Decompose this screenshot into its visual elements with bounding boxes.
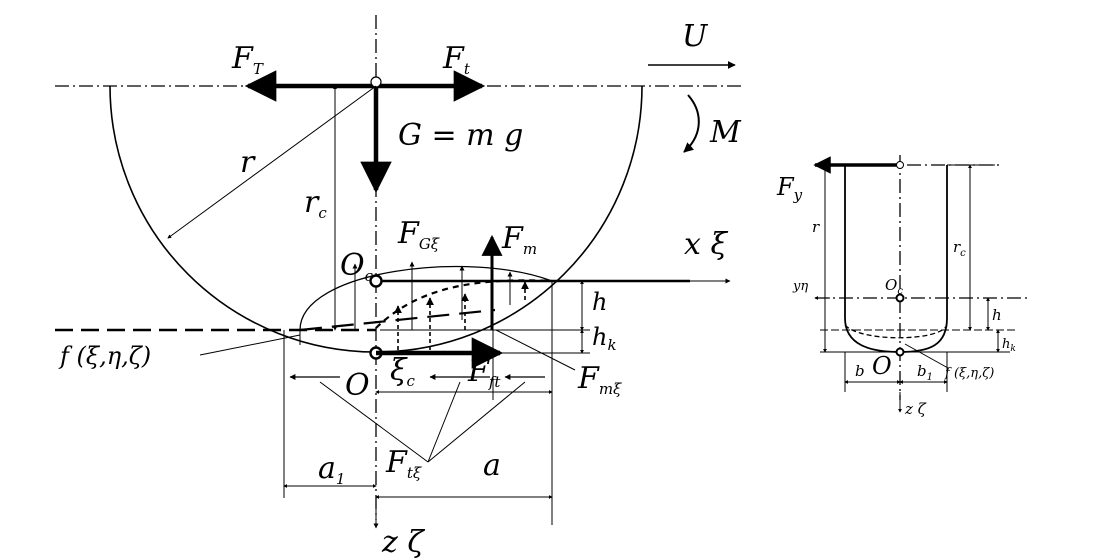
label-Ftxi: Ftξ xyxy=(385,445,422,482)
side-label-O: O xyxy=(872,352,892,380)
label-Ft: Ft xyxy=(442,41,471,78)
side-contact-dashed xyxy=(844,324,948,339)
label-O: O xyxy=(345,368,370,403)
side-label-z-zeta: z ζ xyxy=(904,400,927,418)
side-axis-dot xyxy=(896,161,904,169)
side-o-point xyxy=(895,347,905,357)
label-r: r xyxy=(240,145,256,180)
side-label-hk: hk xyxy=(1002,337,1016,354)
label-Fm: Fm xyxy=(501,221,537,258)
label-x-xi: x ξ xyxy=(684,227,728,262)
pressure-arrows xyxy=(352,261,529,350)
label-M: M xyxy=(709,115,742,150)
side-label-Oc: Oc xyxy=(885,276,903,297)
f-leader xyxy=(199,334,301,356)
side-oc-point xyxy=(895,293,905,303)
ftxi-leader-1 xyxy=(319,381,429,463)
side-label-y-eta: yη xyxy=(792,279,808,294)
label-U: U xyxy=(682,19,709,54)
label-hk: hk xyxy=(592,323,617,354)
label-h: h xyxy=(592,288,607,316)
pressure-envelope xyxy=(375,279,553,329)
side-label-Fy: Fy xyxy=(776,173,803,204)
label-rc: rc xyxy=(304,185,327,222)
ftxi-leader-3 xyxy=(427,381,526,463)
axis-center-dot xyxy=(370,76,382,88)
label-FGxi: FGξ xyxy=(397,216,440,253)
label-Oc: Oc xyxy=(340,248,374,285)
label-xi-c: ξc xyxy=(390,353,416,390)
side-label-h: h xyxy=(992,306,1002,324)
label-a1: a1 xyxy=(318,451,345,488)
side-label-f-function: f (ξ,η,ζ) xyxy=(944,366,994,381)
label-Fft: Fft xyxy=(467,354,501,391)
side-figure: Fy r rc yη Oc h hk b O b1 f (ξ,η,ζ) z ζ xyxy=(776,155,1030,418)
side-label-rc: rc xyxy=(953,238,966,259)
moment-M-arrow xyxy=(683,94,700,153)
label-z-zeta: z ζ xyxy=(381,525,425,560)
radius-r-line xyxy=(167,85,377,239)
wheel-side-outline xyxy=(844,165,948,353)
oc-point xyxy=(369,274,383,288)
side-label-b: b xyxy=(855,362,865,380)
main-figure: FT Ft U M G = m g r rc FGξ Fm x ξ Oc h h… xyxy=(55,15,745,560)
side-label-b1: b1 xyxy=(917,362,933,383)
contact-surface-curve xyxy=(299,265,553,331)
label-f-function: f (ξ,η,ζ) xyxy=(58,342,151,370)
side-label-r: r xyxy=(812,218,820,236)
label-Fmxi: Fmξ xyxy=(577,361,622,398)
label-G: G = m g xyxy=(398,118,523,153)
label-a: a xyxy=(483,448,501,483)
ftxi-leader-2 xyxy=(427,381,461,463)
label-FT: FT xyxy=(231,41,264,78)
fmxi-leader xyxy=(495,329,576,371)
side-f-leader xyxy=(904,343,949,369)
